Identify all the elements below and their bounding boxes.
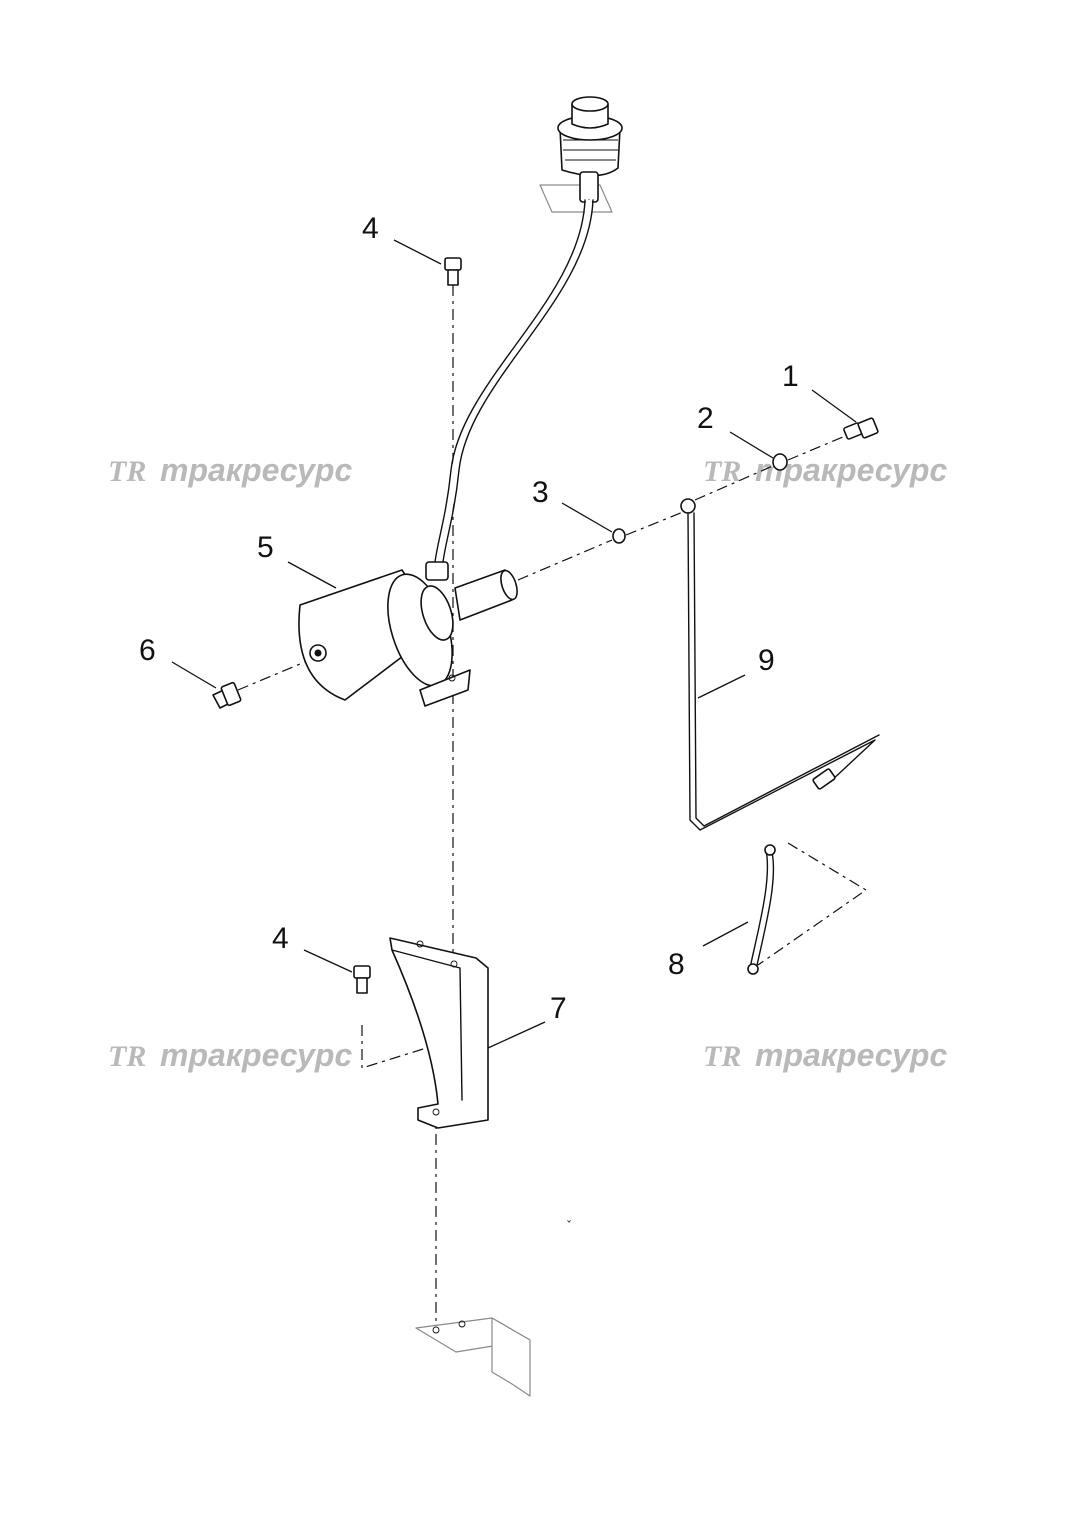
reservoir — [539, 96, 623, 213]
reservoir-outlet — [579, 171, 599, 203]
axis-hose-to-pipe — [757, 842, 868, 966]
flex-hose-end-top — [764, 844, 776, 856]
hose-outer — [437, 199, 590, 571]
callout-2: 2 — [697, 402, 714, 435]
watermark-logo: TR — [108, 455, 146, 488]
bracket-edge — [391, 949, 463, 1101]
callout-labels: 1 2 3 4 4 5 6 7 8 9 — [139, 212, 799, 1025]
leader-9 — [697, 674, 746, 699]
bolt-lower — [353, 965, 371, 994]
bolt-shank — [356, 977, 368, 994]
watermark-text: тракресурс — [160, 1037, 352, 1073]
pipe-run-edge — [693, 512, 880, 827]
callout-4-lower: 4 — [272, 922, 289, 955]
bolt-upper — [444, 257, 462, 286]
leader-8 — [702, 921, 749, 947]
cylinder-outlet — [500, 569, 518, 601]
flex-hose-end-bottom — [747, 963, 759, 975]
leader-4-upper — [393, 239, 442, 265]
axis-banjo-to-washer — [694, 464, 776, 501]
flex-hose — [747, 844, 776, 975]
air-booster-cylinder — [298, 561, 518, 707]
banjo-bolt — [843, 417, 879, 440]
brake-pipe — [680, 498, 880, 831]
cylinder-hose-fitting — [425, 561, 449, 581]
leader-1 — [811, 389, 857, 423]
callout-4-upper: 4 — [362, 212, 379, 245]
callout-leaders — [171, 239, 857, 1049]
frame-bracket-reference — [415, 1317, 531, 1397]
reservoir-mount-plate — [539, 184, 613, 213]
watermark-logo: TR — [703, 1040, 741, 1073]
cylinder-foot — [419, 669, 471, 707]
mounting-bracket — [389, 937, 489, 1129]
bolt-shank — [447, 269, 459, 286]
bolt-head — [353, 965, 371, 979]
axis-seal-to-banjo — [625, 511, 684, 536]
banjo-bolt-head — [857, 417, 879, 439]
watermark-text: тракресурс — [755, 1037, 947, 1073]
hose-edge — [441, 199, 594, 571]
hose-edge-2 — [433, 199, 586, 571]
watermark-top-right: TR тракресурс — [703, 452, 947, 488]
watermark-logo: TR — [108, 1040, 146, 1073]
leader-5 — [287, 561, 337, 589]
stray-mark: ˇ — [566, 1219, 572, 1233]
axis-pipe-to-seal — [517, 539, 613, 581]
cylinder-boss — [420, 585, 454, 641]
watermark-text: тракресурс — [160, 452, 352, 488]
leader-2 — [729, 431, 774, 459]
pipe-run — [687, 512, 876, 831]
leader-3 — [561, 502, 613, 533]
callout-1: 1 — [782, 360, 799, 393]
leader-6 — [171, 661, 217, 689]
assembly-lines — [237, 285, 868, 1330]
watermark-bottom-left: TR тракресурс — [108, 1037, 352, 1073]
flex-hose-edge — [755, 851, 775, 971]
bracket-body — [389, 937, 489, 1129]
callout-5: 5 — [257, 531, 274, 564]
axis-bolt-to-bracket — [361, 1025, 437, 1069]
frame-bracket-side — [491, 1317, 531, 1397]
watermark-bottom-right: TR тракресурс — [703, 1037, 947, 1073]
bolt-head — [444, 257, 462, 271]
hose-inner — [435, 199, 592, 571]
watermark-top-left: TR тракресурс — [108, 452, 352, 488]
axis-fitting-to-tank — [237, 658, 313, 691]
washer-2 — [772, 453, 788, 471]
watermark-logo: TR — [703, 455, 741, 488]
callout-6: 6 — [139, 634, 156, 667]
callout-8: 8 — [668, 948, 685, 981]
flex-hose-line — [749, 849, 769, 969]
callout-9: 9 — [758, 644, 775, 677]
drain-fitting — [212, 681, 242, 709]
callout-3: 3 — [532, 476, 549, 509]
leader-7 — [487, 1021, 546, 1049]
callout-7: 7 — [550, 992, 567, 1025]
banjo-eye — [680, 498, 696, 514]
reservoir-cap-top — [571, 96, 609, 112]
fitting-hex — [220, 681, 242, 707]
leader-4-lower — [303, 949, 353, 973]
watermark-text: тракресурс — [755, 452, 947, 488]
seal-ring-3 — [612, 528, 626, 544]
pipe-nut — [812, 768, 836, 790]
axis-washer-to-bolt — [787, 433, 851, 461]
